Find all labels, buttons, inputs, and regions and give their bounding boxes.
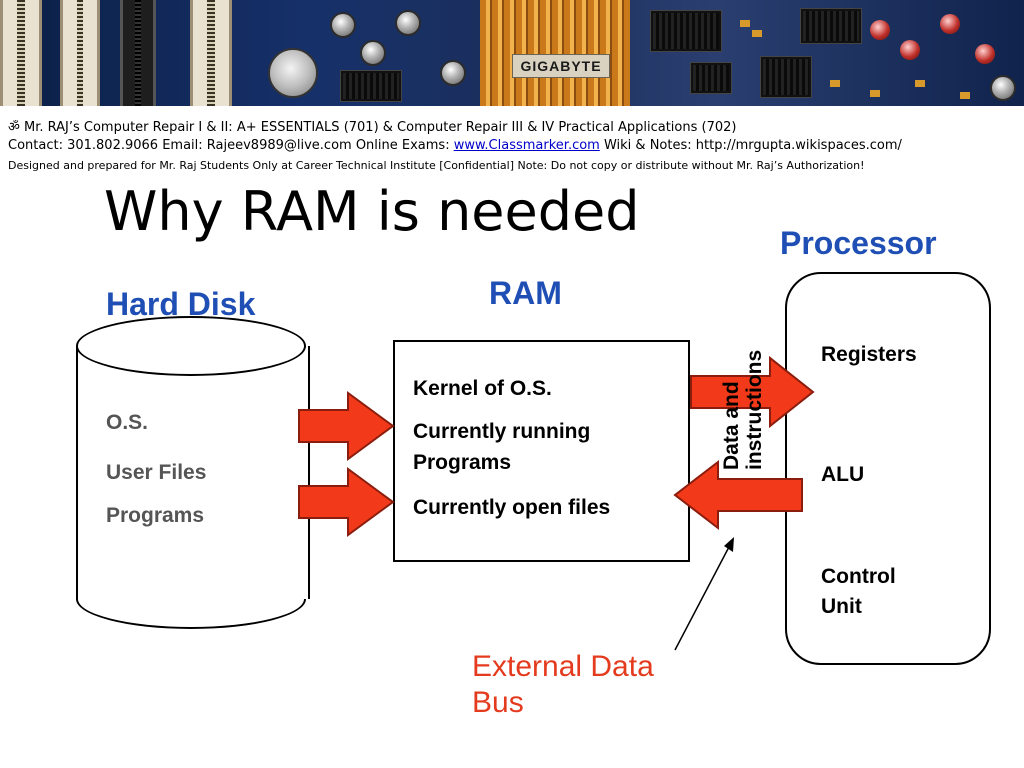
disk-to-ram-arrow-upper xyxy=(298,391,395,461)
processor-item-control-unit: Control Unit xyxy=(821,565,896,618)
processor-item-registers: Registers xyxy=(821,343,917,366)
ram-label: RAM xyxy=(489,275,562,311)
ram-box xyxy=(393,340,690,562)
ram-item-open-files: Currently open files xyxy=(413,496,611,519)
course-header-line: ॐ Mr. RAJ’s Computer Repair I & II: A+ E… xyxy=(8,120,737,135)
ram-item-kernel: Kernel of O.S. xyxy=(413,377,552,400)
wiki-text: Wiki & Notes: http://mrgupta.wikispaces.… xyxy=(599,138,902,153)
cmos-battery-icon xyxy=(268,48,318,98)
ram-to-processor-arrow xyxy=(690,355,815,429)
contact-text: Contact: 301.802.9066 Email: Rajeev8989@… xyxy=(8,138,454,153)
disk-item-user-files: User Files xyxy=(106,461,207,484)
contact-line: Contact: 301.802.9066 Email: Rajeev8989@… xyxy=(8,138,902,153)
slide-title: Why RAM is needed xyxy=(104,180,640,243)
brand-logo: GIGABYTE xyxy=(512,54,610,78)
processor-to-ram-arrow xyxy=(673,459,803,531)
disk-item-os: O.S. xyxy=(106,411,149,434)
disk-item-programs: Programs xyxy=(106,504,205,527)
data-and-instructions-text: Data and instructions xyxy=(720,349,766,470)
data-and-instructions-label: Data and instructions xyxy=(720,210,766,470)
external-bus-pointer-head xyxy=(724,537,734,552)
heatsink xyxy=(480,0,630,106)
processor-label: Processor xyxy=(780,225,937,261)
processor-item-alu: ALU xyxy=(821,463,865,486)
ram-item-running-programs: Currently running Programs xyxy=(413,420,591,474)
processor-box xyxy=(785,272,991,665)
external-bus-pointer-line xyxy=(674,544,731,651)
disk-to-ram-arrow-lower xyxy=(298,467,395,537)
external-data-bus-label: External Data Bus xyxy=(472,650,654,719)
hard-disk-cylinder xyxy=(76,346,310,599)
hard-disk-cylinder-top xyxy=(76,316,306,376)
confidential-notice: Designed and prepared for Mr. Raj Studen… xyxy=(8,159,865,172)
motherboard-banner-image: GIGABYTE xyxy=(0,0,1024,106)
classmarker-link[interactable]: www.Classmarker.com xyxy=(453,138,600,153)
